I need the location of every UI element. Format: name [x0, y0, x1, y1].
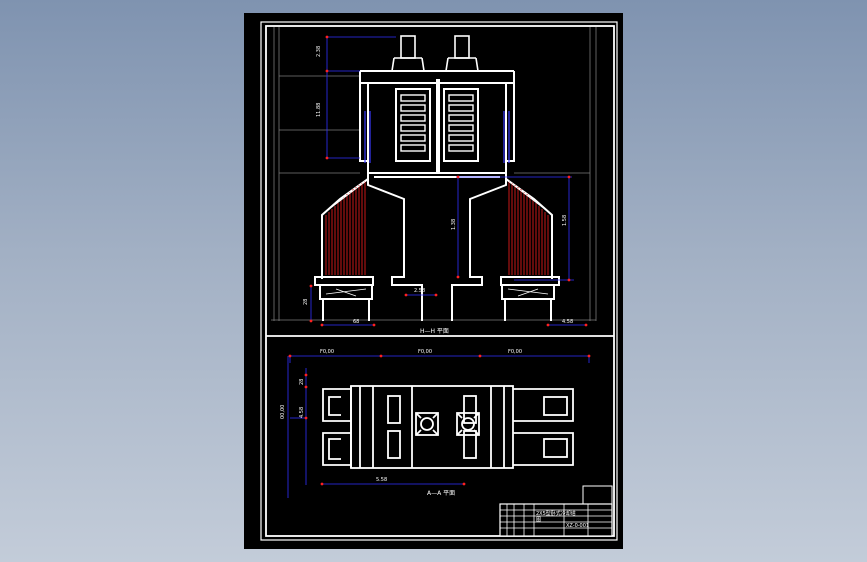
dim-mid-h: 2.58 — [414, 288, 425, 294]
title-block: 2X5型卧式冷却塔 图 XZ-0-001 — [499, 485, 613, 537]
elevation-view: 2.38 11.88 1.58 1.38 28 2.58 68 4.58 H—H… — [271, 27, 597, 335]
plan-dim-bottom: 5.58 — [376, 477, 387, 483]
louvers — [400, 94, 474, 152]
dim-left-h: 68 — [353, 319, 359, 325]
inner-lines — [364, 111, 510, 163]
dim-top-v2: 11.88 — [316, 103, 322, 117]
dim-right-h: 4.58 — [562, 319, 573, 325]
plan-dim-markers — [288, 354, 591, 486]
plan-dim-left-2: 4.58 — [299, 407, 305, 418]
fill-media-left — [325, 181, 366, 275]
dim-center-v: 1.38 — [451, 219, 457, 230]
title-block-code: XZ-0-001 — [566, 523, 589, 529]
plan-dim-top-2: F0,00 — [418, 349, 432, 355]
dimension-lines — [310, 36, 586, 326]
plan-caption: A—A 平面 — [427, 490, 455, 497]
dimension-labels: 2.38 11.88 1.58 1.38 28 2.58 68 4.58 — [303, 46, 573, 325]
plan-view: F0,00 F0,00 F0,00 28 4.58 00,00 5.58 — [280, 349, 591, 498]
tower-body — [314, 70, 560, 321]
building-grid — [271, 27, 597, 321]
dim-right-v: 1.58 — [562, 215, 568, 226]
drawing-sheet: 2.38 11.88 1.58 1.38 28 2.58 68 4.58 H—H… — [244, 13, 623, 549]
elevation-caption: H—H 平面 — [420, 328, 449, 335]
dimension-markers — [309, 35, 588, 327]
plan-dim-lines — [287, 355, 590, 498]
dim-top-v1: 2.38 — [316, 46, 322, 57]
cad-drawing: 2.38 11.88 1.58 1.38 28 2.58 68 4.58 H—H… — [260, 21, 618, 541]
inner-frame — [265, 25, 615, 537]
plan-dim-left-total: 00,00 — [280, 405, 286, 419]
plan-dim-labels: F0,00 F0,00 F0,00 28 4.58 00,00 5.58 — [280, 349, 522, 483]
outer-frame — [260, 21, 618, 541]
plan-dim-left-1: 28 — [299, 379, 305, 385]
title-block-row2: 图 — [536, 517, 541, 523]
chimneys — [391, 35, 479, 72]
fill-hatch — [323, 180, 551, 297]
dim-left-v: 28 — [303, 299, 309, 305]
plan-dim-top-1: F0,00 — [320, 349, 334, 355]
plan-outline — [322, 385, 574, 469]
fill-media-right — [508, 181, 549, 275]
title-block-title: 2X5型卧式冷却塔 — [536, 510, 576, 517]
plan-dim-top-3: F0,00 — [508, 349, 522, 355]
